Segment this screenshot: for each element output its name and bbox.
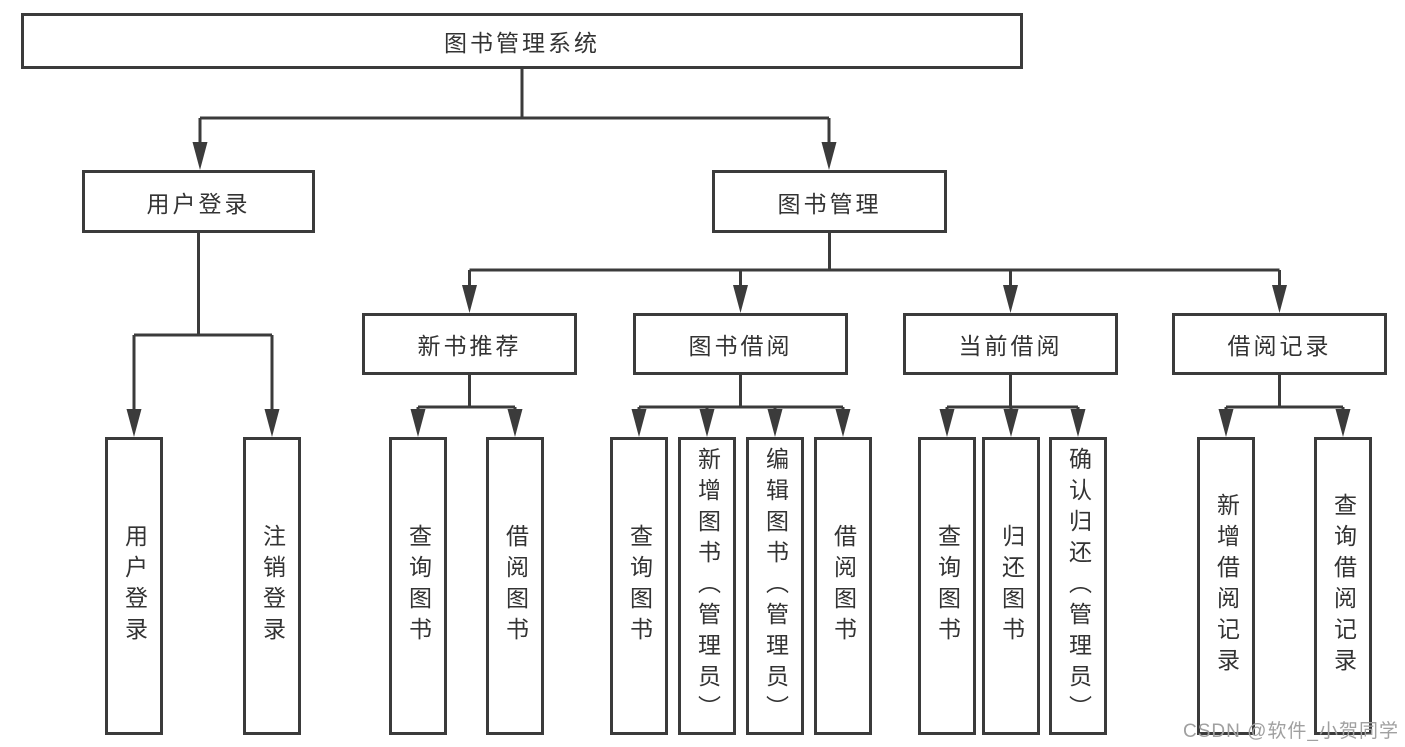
leaf-label: 用户登录	[121, 524, 148, 648]
leaf-label: 编辑图书（管理员）	[762, 446, 789, 726]
leaf-label: 查询图书	[405, 524, 432, 648]
leaf-query-books-borrow: 查询图书	[610, 437, 668, 735]
connector-book-borrow-to-leaves	[631, 375, 851, 437]
leaf-label: 确认归还（管理员）	[1065, 446, 1092, 726]
leaf-borrow-books-recommend: 借阅图书	[486, 437, 544, 735]
node-user-login: 用户登录	[82, 170, 315, 233]
leaf-add-borrow-record: 新增借阅记录	[1197, 437, 1255, 735]
leaf-label: 注销登录	[259, 524, 286, 648]
connector-borrow-records-to-leaves	[1218, 375, 1351, 437]
connector-root-to-level2	[192, 69, 837, 170]
node-book-management: 图书管理	[712, 170, 947, 233]
leaf-query-books-recommend: 查询图书	[389, 437, 447, 735]
node-borrow-records: 借阅记录	[1172, 313, 1387, 375]
leaf-return-books: 归还图书	[982, 437, 1040, 735]
leaf-borrow-books: 借阅图书	[814, 437, 872, 735]
connector-book-management-to-level3	[462, 233, 1287, 313]
leaf-label: 借阅图书	[830, 524, 857, 648]
leaf-label: 借阅图书	[502, 524, 529, 648]
leaf-label: 归还图书	[998, 524, 1025, 648]
csdn-watermark: CSDN @软件_小贺同学	[1183, 721, 1399, 742]
leaf-label: 查询图书	[934, 524, 961, 648]
connector-current-borrow-to-leaves	[939, 375, 1086, 437]
leaf-label: 查询图书	[626, 524, 653, 648]
leaf-confirm-return-admin: 确认归还（管理员）	[1049, 437, 1107, 735]
node-library-system: 图书管理系统	[21, 13, 1023, 69]
leaf-query-books-current: 查询图书	[918, 437, 976, 735]
leaf-label: 新增图书（管理员）	[694, 446, 721, 726]
leaf-label: 查询借阅记录	[1330, 493, 1357, 679]
leaf-label: 新增借阅记录	[1213, 493, 1240, 679]
node-new-book-recommend: 新书推荐	[362, 313, 577, 375]
leaf-user-login: 用户登录	[105, 437, 163, 735]
leaf-edit-books-admin: 编辑图书（管理员）	[746, 437, 804, 735]
node-current-borrow: 当前借阅	[903, 313, 1118, 375]
leaf-query-borrow-record: 查询借阅记录	[1314, 437, 1372, 735]
node-book-borrow: 图书借阅	[633, 313, 848, 375]
connector-user-login-to-leaves	[126, 233, 280, 437]
leaf-add-books-admin: 新增图书（管理员）	[678, 437, 736, 735]
connector-new-book-recommend-to-leaves	[410, 375, 523, 437]
leaf-logout: 注销登录	[243, 437, 301, 735]
